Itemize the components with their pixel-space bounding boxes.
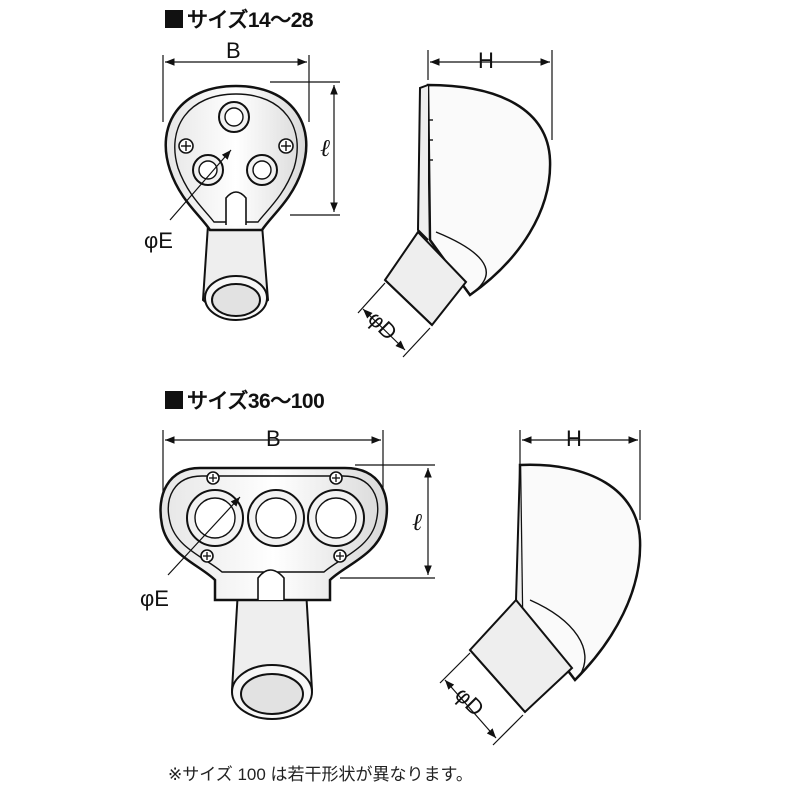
black-square-icon — [165, 10, 183, 28]
small-front-view — [162, 55, 340, 321]
label-D-small: φD — [363, 306, 402, 345]
section-title-small: サイズ14〜28 — [165, 4, 314, 34]
large-side-view — [439, 430, 642, 746]
footnote: ※サイズ 100 は若干形状が異なります。 — [168, 765, 473, 784]
label-H-large: H — [566, 426, 582, 451]
label-l-small: ℓ — [320, 136, 330, 162]
label-E-small: φE — [144, 228, 173, 253]
section-title-large: サイズ36〜100 — [165, 385, 325, 415]
black-square-icon — [165, 391, 183, 409]
label-E-large: φE — [140, 586, 169, 611]
label-D-large: φD — [450, 682, 489, 721]
large-front-view — [159, 430, 435, 720]
label-H-small: H — [478, 48, 494, 73]
small-side-view — [357, 50, 553, 358]
label-B-large: B — [266, 426, 281, 451]
label-B-small: B — [226, 38, 241, 63]
label-l-large: ℓ — [412, 510, 422, 536]
